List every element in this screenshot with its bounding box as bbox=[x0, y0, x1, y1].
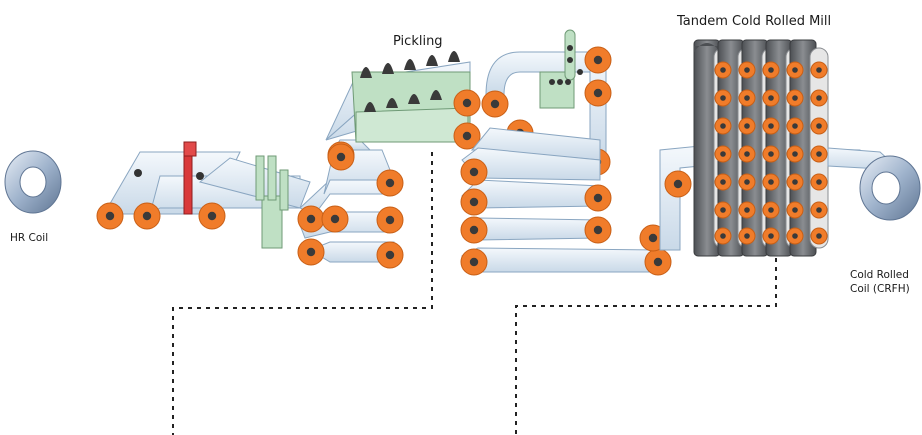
mill-roll-hub bbox=[720, 179, 726, 185]
leader-line-pickling bbox=[172, 152, 433, 435]
tandem-mill-label: Tandem Cold Rolled Mill bbox=[677, 14, 832, 29]
mill-roll-hub bbox=[792, 123, 798, 129]
mill-roll-hub bbox=[720, 123, 726, 129]
mill-roll-hub bbox=[816, 123, 822, 129]
mill-roll-hub bbox=[744, 67, 750, 73]
mill-roll-hub bbox=[816, 151, 822, 157]
mill-roll-hub bbox=[816, 233, 822, 239]
pickling-rollers-bottom bbox=[364, 90, 442, 112]
pickling-rollers-top bbox=[360, 51, 460, 78]
mill-roll-hub bbox=[720, 151, 726, 157]
mill-roll-hub bbox=[768, 233, 774, 239]
mill-roll-hub bbox=[744, 123, 750, 129]
hr-coil-label: HR Coil bbox=[10, 232, 49, 244]
mill-roll-hub bbox=[720, 95, 726, 101]
mill-roll-hub bbox=[768, 151, 774, 157]
cold-rolled-label-line1: Cold Rolled bbox=[850, 269, 909, 281]
rinse-tank-icon bbox=[539, 29, 583, 109]
mill-roll-hub bbox=[744, 233, 750, 239]
mill-roll-hub bbox=[792, 233, 798, 239]
mill-roll-hub bbox=[816, 207, 822, 213]
mill-work-rolls bbox=[714, 61, 828, 245]
small-guides bbox=[134, 169, 204, 180]
mill-roll-hub bbox=[744, 179, 750, 185]
mill-roll-hub bbox=[792, 207, 798, 213]
mill-roll-hub bbox=[768, 95, 774, 101]
mill-roll-hub bbox=[768, 123, 774, 129]
mill-roll-hub bbox=[744, 207, 750, 213]
pickling-label: Pickling bbox=[393, 34, 443, 49]
mill-roll-hub bbox=[720, 67, 726, 73]
mill-roll-hub bbox=[792, 151, 798, 157]
mill-stand-icon bbox=[693, 39, 829, 257]
mill-roll-hub bbox=[792, 67, 798, 73]
mill-roll-hub bbox=[816, 179, 822, 185]
mill-entry-roller bbox=[664, 170, 692, 198]
shear-icon bbox=[183, 141, 197, 215]
welder-icon bbox=[255, 155, 289, 249]
leader-line-mill bbox=[515, 258, 777, 435]
mill-roll-hub bbox=[720, 207, 726, 213]
cold-rolled-coil-icon bbox=[859, 155, 921, 221]
mill-roll-hub bbox=[768, 67, 774, 73]
cold-rolled-label-line2: Coil (CRFH) bbox=[850, 283, 910, 295]
mill-roll-hub bbox=[720, 233, 726, 239]
mill-roll-hub bbox=[792, 95, 798, 101]
mill-roll-hub bbox=[792, 179, 798, 185]
leader-lines bbox=[172, 152, 777, 435]
mill-roll-hub bbox=[768, 207, 774, 213]
mill-roll-hub bbox=[768, 179, 774, 185]
hr-coil-icon bbox=[4, 150, 62, 214]
accumulator-2-strips bbox=[461, 127, 661, 273]
mill-roll-hub bbox=[816, 95, 822, 101]
mill-roll-hub bbox=[744, 151, 750, 157]
mill-roll-hub bbox=[744, 95, 750, 101]
mill-roll-hub bbox=[816, 67, 822, 73]
